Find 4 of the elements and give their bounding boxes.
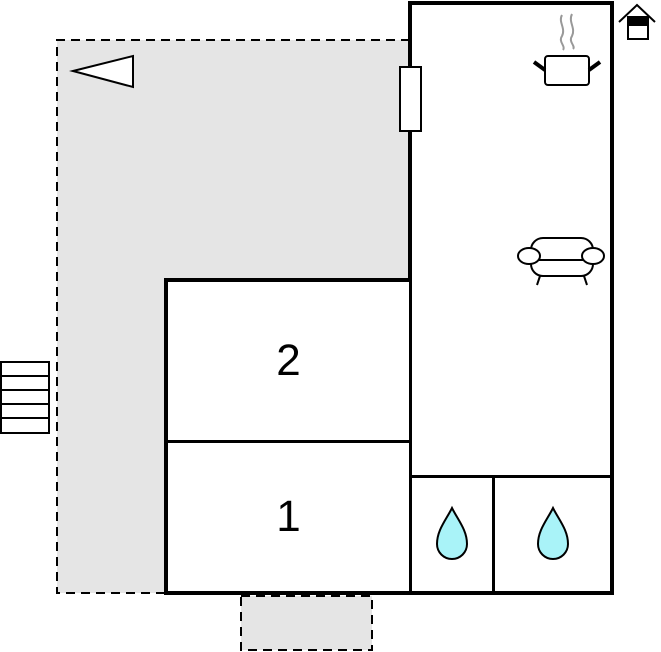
room-area xyxy=(166,441,411,593)
room-number: 1 xyxy=(276,495,301,539)
room-area xyxy=(166,280,411,442)
room-number: 2 xyxy=(276,339,301,383)
